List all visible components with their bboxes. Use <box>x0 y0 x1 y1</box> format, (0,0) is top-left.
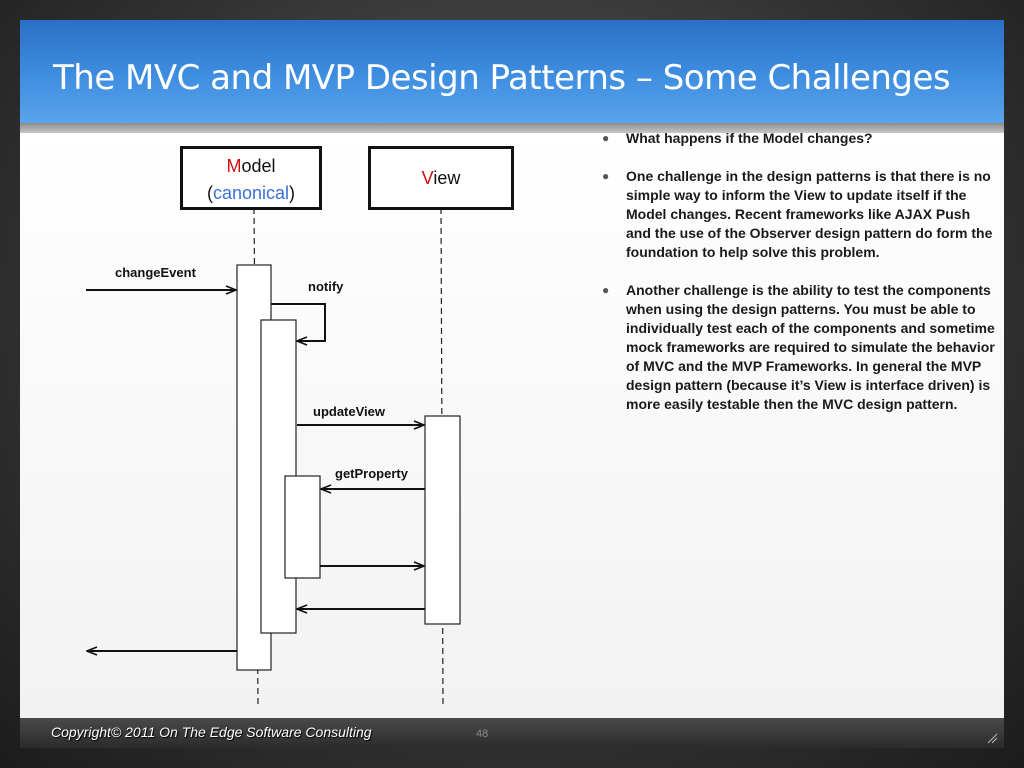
bullet-text: What happens if the Model changes? <box>626 130 873 146</box>
page-number: 48 <box>476 728 489 740</box>
change-event-label: changeEvent <box>115 265 196 280</box>
model-title: Model <box>183 153 319 180</box>
resize-grip-icon[interactable] <box>986 732 998 744</box>
title-bar: The MVC and MVP Design Patterns – Some C… <box>20 20 1004 123</box>
model-rest: odel <box>241 156 276 176</box>
model-box: Model (canonical) <box>180 146 322 210</box>
model-initial: M <box>226 156 242 176</box>
get-property-label: getProperty <box>335 466 408 481</box>
notify-arrow <box>271 303 326 341</box>
copyright-text: Copyright© 2011 On The Edge Software Con… <box>51 724 372 740</box>
bullet-dot-icon: ● <box>602 283 610 297</box>
model-paren-open: ( <box>206 183 213 203</box>
model-subtitle: (canonical) <box>183 180 319 207</box>
footer: Copyright© 2011 On The Edge Software Con… <box>20 718 1004 748</box>
bullet-list: ● What happens if the Model changes? ● One… <box>602 129 997 433</box>
model-paren-close: ) <box>289 183 296 203</box>
title-divider <box>20 123 1004 133</box>
slide-title: The MVC and MVP Design Patterns – Some C… <box>53 58 951 98</box>
bullet-text: One challenge in the design patterns is … <box>626 168 993 260</box>
bullet-item: ● What happens if the Model changes? <box>602 129 997 148</box>
slide: The MVC and MVP Design Patterns – Some C… <box>20 20 1004 748</box>
bullet-dot-icon: ● <box>602 169 610 183</box>
view-activation <box>424 415 461 625</box>
notify-label: notify <box>308 279 344 294</box>
bullet-text: Another challenge is the ability to test… <box>626 282 995 412</box>
update-view-label: updateView <box>313 404 386 419</box>
content-area <box>20 133 1004 718</box>
model-qualifier: canonical <box>212 183 290 203</box>
bullet-dot-icon: ● <box>602 131 610 145</box>
view-box: View <box>368 146 514 210</box>
bullet-item: ● Another challenge is the ability to tes… <box>602 281 997 414</box>
view-initial: V <box>421 168 434 188</box>
view-rest: iew <box>433 168 461 188</box>
bullet-item: ● One challenge in the design patterns is… <box>602 167 997 262</box>
model-activation-getproperty <box>284 475 321 579</box>
